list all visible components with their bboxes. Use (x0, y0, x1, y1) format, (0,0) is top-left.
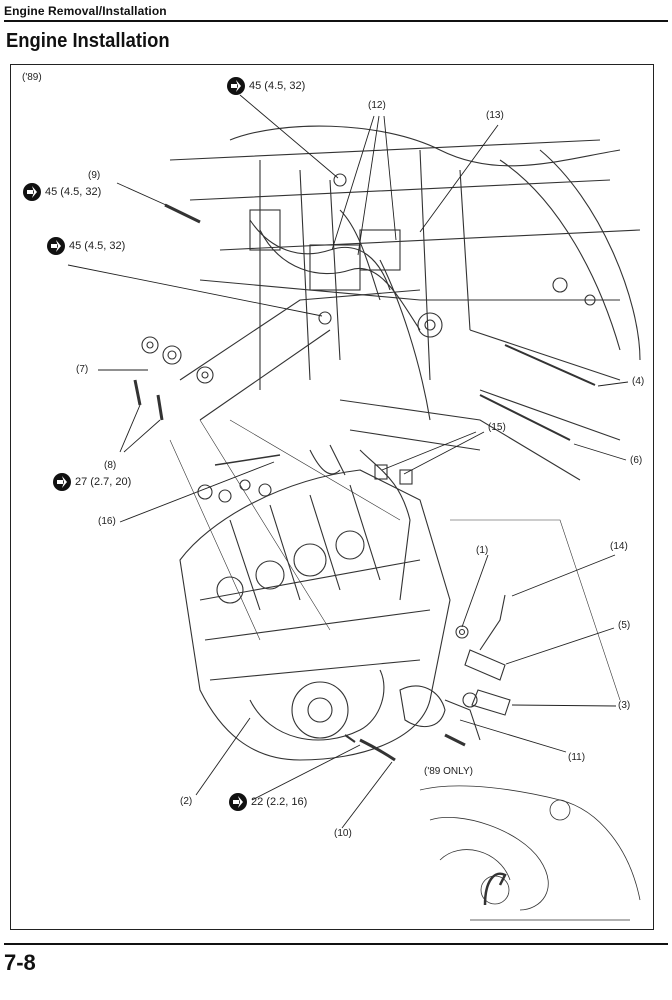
callout-3: (3) (618, 700, 631, 711)
torque-spec-9: 45 (4.5, 32) (22, 182, 101, 202)
torque-wrench-icon (47, 237, 65, 255)
torque-spec-8: 27 (2.7, 20) (52, 472, 131, 492)
torque-value: 22 (2.2, 16) (251, 796, 308, 808)
callout-5: (5) (618, 620, 631, 631)
callout-11: (11) (568, 752, 586, 763)
figure-frame (10, 64, 654, 930)
callout-7: (7) (76, 364, 89, 375)
callout-8: (8) (104, 460, 117, 471)
torque-spec-top: 45 (4.5, 32) (226, 76, 305, 96)
footer-rule (4, 943, 668, 945)
callout-15: (15) (488, 422, 506, 433)
only-note: ('89 ONLY) (424, 766, 473, 777)
section-header: Engine Removal/Installation (4, 4, 167, 18)
page-title: Engine Installation (6, 30, 170, 52)
callout-12: (12) (368, 100, 386, 111)
callout-14: (14) (610, 541, 628, 552)
callout-2: (2) (180, 796, 193, 807)
page-number: 7-8 (4, 950, 36, 975)
callout-16: (16) (98, 516, 116, 527)
torque-value: 45 (4.5, 32) (69, 240, 126, 252)
torque-spec-mid: 45 (4.5, 32) (46, 236, 125, 256)
torque-wrench-icon (23, 183, 41, 201)
year-note: ('89) (22, 72, 42, 83)
torque-spec-bottom: 22 (2.2, 16) (228, 792, 307, 812)
callout-1: (1) (476, 545, 489, 556)
torque-wrench-icon (227, 77, 245, 95)
torque-wrench-icon (229, 793, 247, 811)
torque-value: 45 (4.5, 32) (45, 186, 102, 198)
callout-9: (9) (88, 170, 101, 181)
callout-6: (6) (630, 455, 643, 466)
callout-4: (4) (632, 376, 645, 387)
header-rule (4, 20, 668, 22)
torque-value: 45 (4.5, 32) (249, 80, 306, 92)
torque-wrench-icon (53, 473, 71, 491)
callout-10: (10) (334, 828, 352, 839)
callout-13: (13) (486, 110, 504, 121)
torque-value: 27 (2.7, 20) (75, 476, 132, 488)
